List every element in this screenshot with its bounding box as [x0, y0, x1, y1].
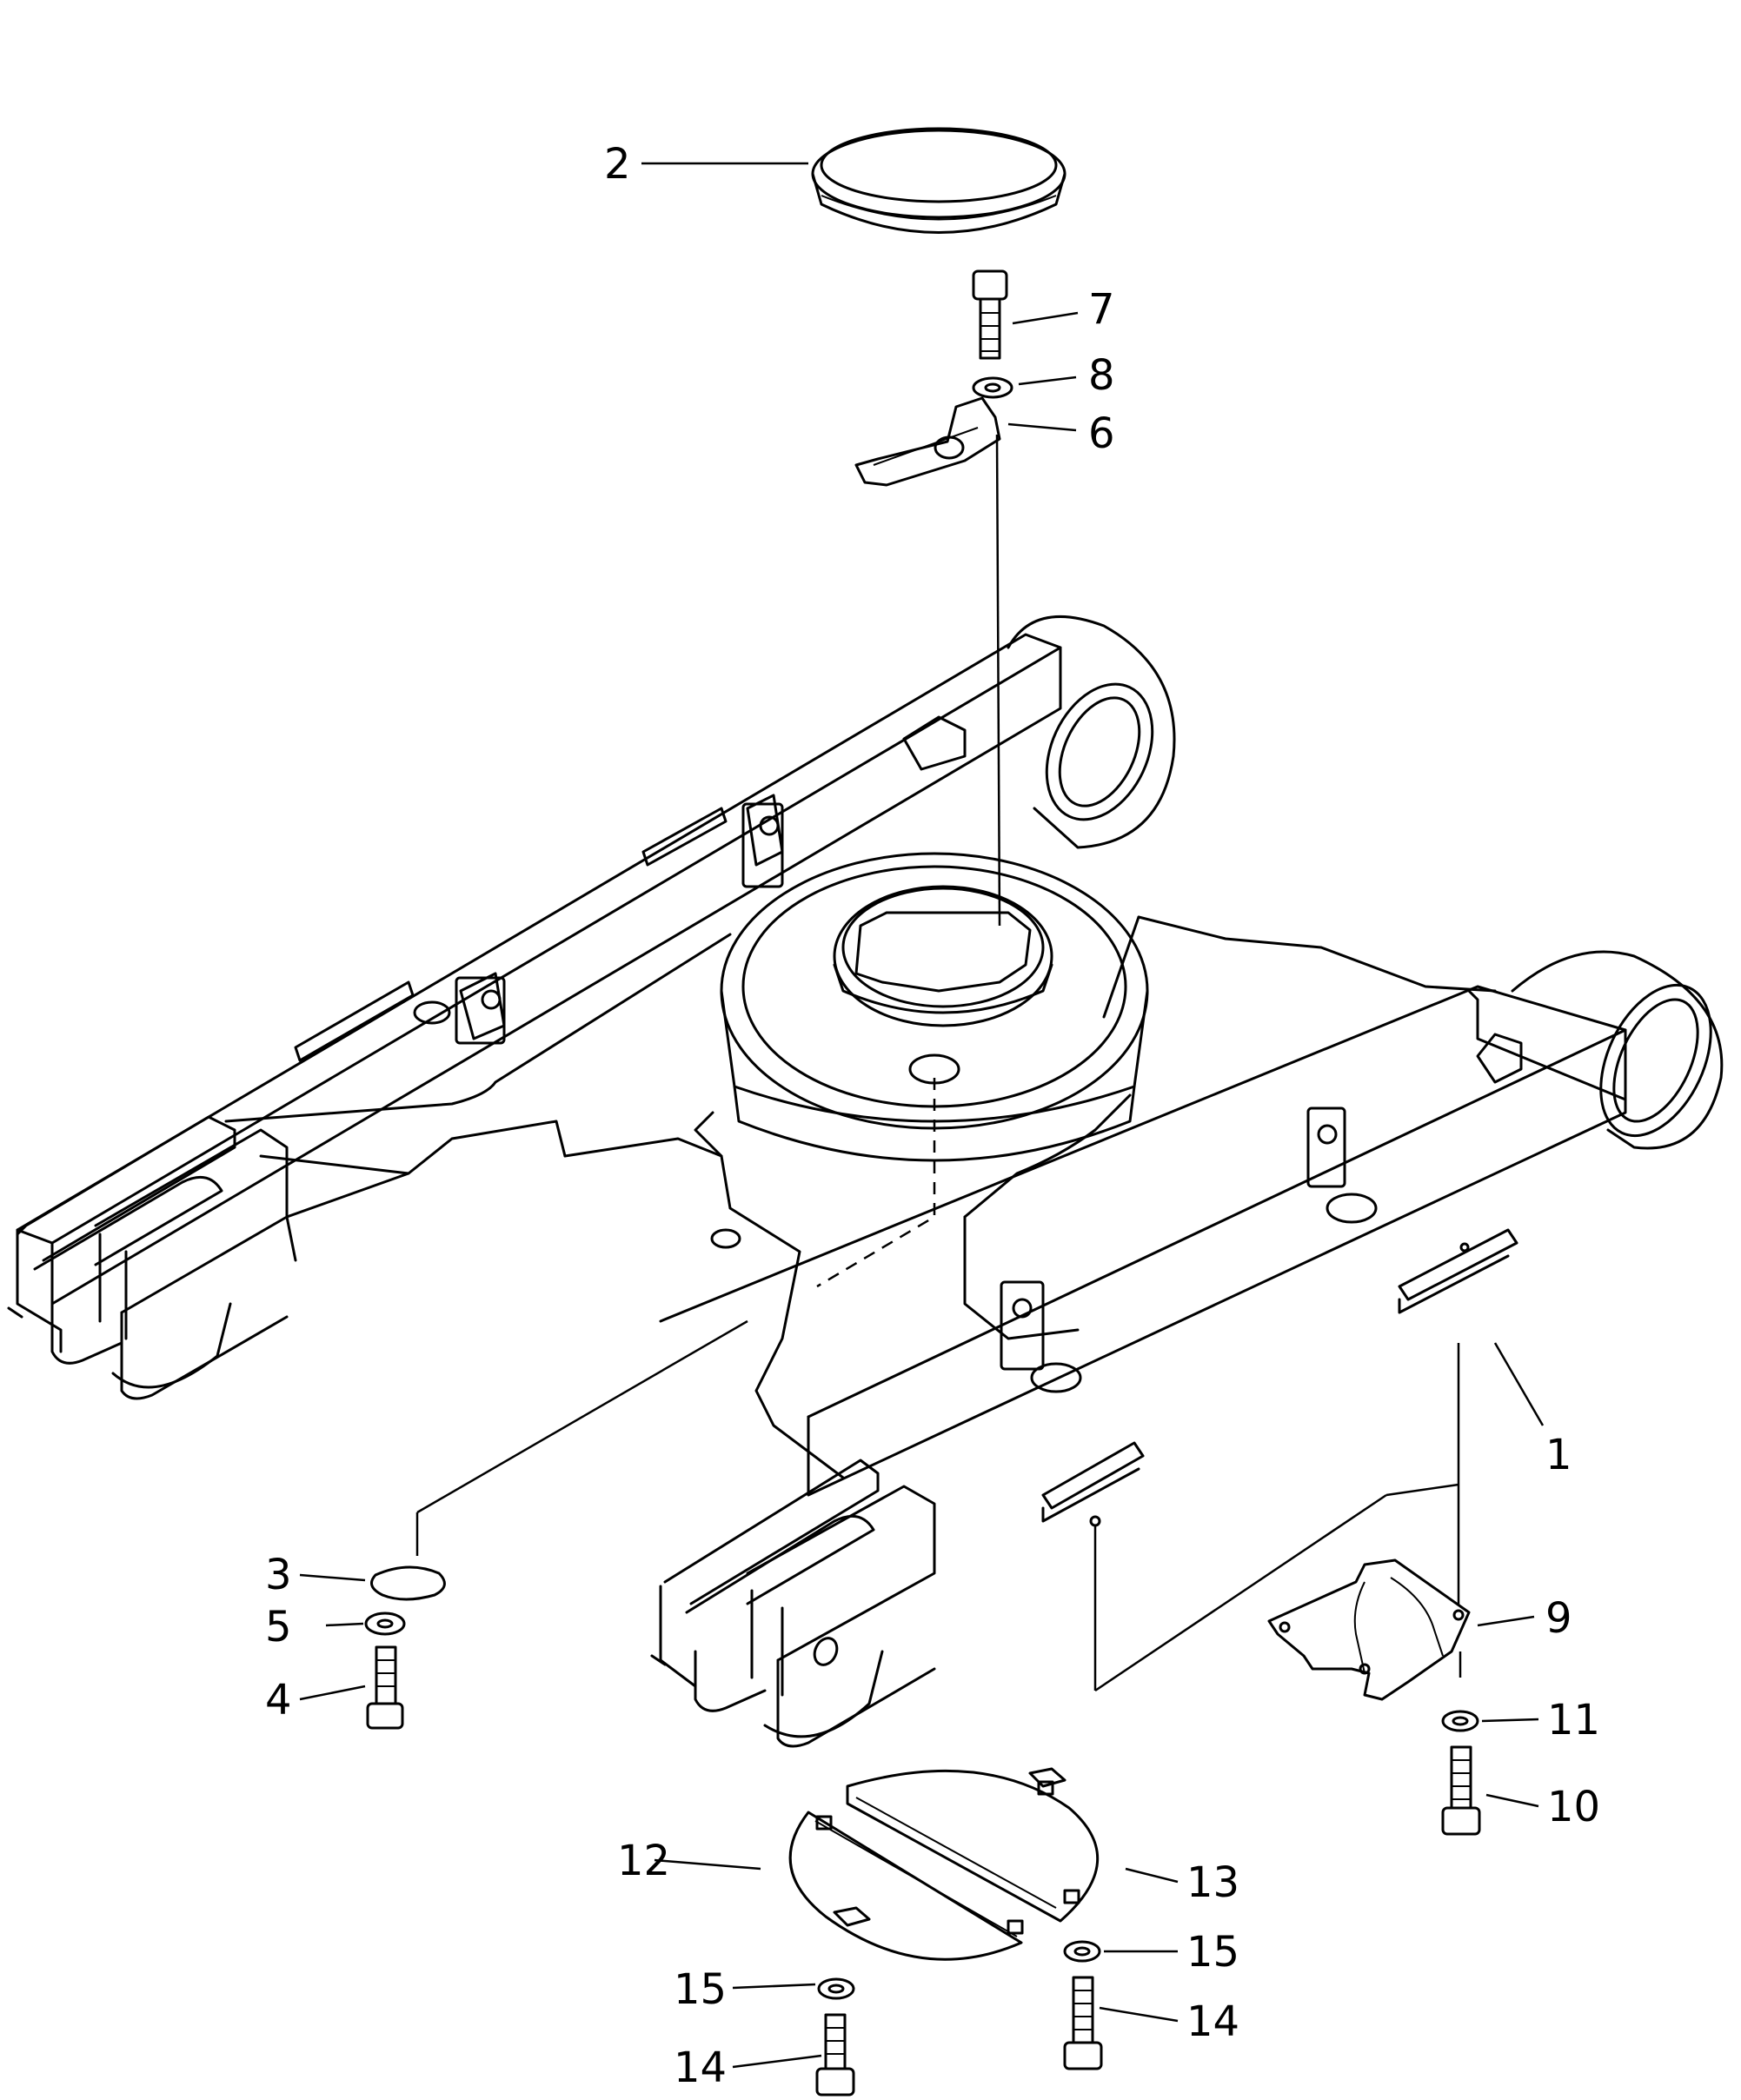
- plate-part-6: [854, 396, 1001, 487]
- callout-3: 3: [265, 1551, 292, 1599]
- washer-part-15-right: [1063, 1940, 1101, 1963]
- bolt-part-7: [972, 269, 1008, 360]
- callout-1: 1: [1545, 1431, 1572, 1479]
- assembly-lines: [415, 1319, 1462, 1692]
- callout-14-right: 14: [1186, 1997, 1239, 2046]
- callout-15-right: 15: [1186, 1928, 1239, 1977]
- callout-14-left: 14: [674, 2044, 727, 2092]
- callout-labels: 2 7 8 6 1 3 5 4 9 11 10 12 13 15 15 14 1…: [265, 140, 1600, 2092]
- callout-8: 8: [1088, 351, 1115, 400]
- callout-4: 4: [265, 1676, 292, 1725]
- under-cover-part-12: [788, 1811, 1024, 1961]
- callout-12: 12: [617, 1837, 670, 1885]
- bracket-part-9: [1267, 1558, 1471, 1701]
- leader-lines: [299, 162, 1545, 2069]
- bolt-part-14-right: [1063, 1976, 1103, 2070]
- callout-9: 9: [1545, 1594, 1572, 1643]
- washer-part-15-left: [817, 1977, 855, 2000]
- callout-13: 13: [1186, 1858, 1239, 1907]
- washer-part-11: [1441, 1710, 1479, 1732]
- washer-part-8: [972, 376, 1013, 399]
- bolt-part-4: [366, 1645, 404, 1730]
- washer-part-5: [364, 1612, 406, 1636]
- callout-15-left: 15: [674, 1965, 727, 2014]
- callout-5: 5: [265, 1603, 292, 1651]
- callout-10: 10: [1547, 1783, 1600, 1831]
- under-cover-part-13: [846, 1767, 1099, 1923]
- callout-2: 2: [604, 140, 631, 189]
- cover-part-3: [370, 1565, 446, 1601]
- bolt-part-10: [1441, 1745, 1481, 1836]
- callout-6: 6: [1088, 409, 1115, 458]
- callout-11: 11: [1547, 1696, 1600, 1744]
- bolt-part-14-left: [815, 2013, 855, 2097]
- callout-7: 7: [1088, 285, 1115, 334]
- ring-seal-part: [811, 127, 1067, 234]
